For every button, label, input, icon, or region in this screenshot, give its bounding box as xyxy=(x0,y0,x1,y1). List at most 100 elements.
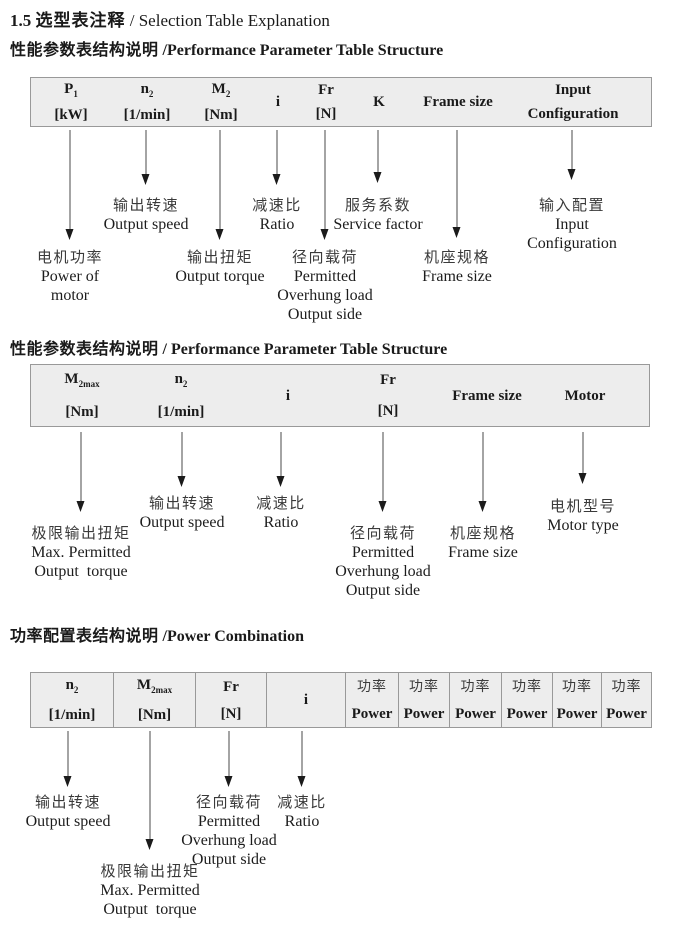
callout-output-speed: 输出转速 Output speed xyxy=(140,494,225,532)
header-symbol: 功率 xyxy=(512,678,542,695)
header-symbol: M xyxy=(136,677,152,694)
callout-zh: 输出扭矩 xyxy=(186,249,254,266)
header-symbol: i xyxy=(275,94,281,110)
down-arrow-icon xyxy=(145,731,155,850)
callout-en: Max. Permitted xyxy=(31,544,131,561)
down-arrow-icon xyxy=(141,130,151,185)
down-arrow-icon xyxy=(177,432,187,487)
callout-zh: 径向载荷 xyxy=(349,525,416,542)
table3-col-power-1: 功率 Power xyxy=(346,673,399,727)
callout-en: Overhung load xyxy=(335,563,431,580)
table3-col-power-2: 功率 Power xyxy=(399,673,450,727)
callout-zh: 电机功率 xyxy=(36,249,104,266)
callout-zh: 输入配置 xyxy=(538,197,606,214)
callout-en: Service factor xyxy=(333,216,423,233)
callout-zh: 减速比 xyxy=(252,197,302,214)
header-subscript: 2max xyxy=(78,379,100,389)
down-arrow-icon xyxy=(76,432,86,512)
header-line1: Fr xyxy=(380,372,396,388)
header-unit: [1/min] xyxy=(123,107,171,124)
down-arrow-icon xyxy=(373,130,383,183)
callout-zh: 输出转速 xyxy=(34,794,101,811)
table3-col-fr: Fr [N] xyxy=(196,673,267,727)
callout-output-torque: 输出扭矩 Output torque xyxy=(175,248,264,286)
section-3-heading-en: /Power Combination xyxy=(162,628,304,645)
header-subscript: 2 xyxy=(148,88,154,99)
header-line1: n2 xyxy=(175,371,188,392)
header-symbol: K xyxy=(373,94,385,110)
performance-table-2: M2max [Nm] n2 [1/min] i Fr [N] Frame siz… xyxy=(30,364,650,427)
table1-col-i: i xyxy=(276,78,280,126)
header-symbol: n xyxy=(174,371,183,387)
table2-col-motor: Motor xyxy=(565,365,606,426)
callout-en: Max. Permitted xyxy=(100,882,200,899)
header-unit: [Nm] xyxy=(137,706,172,723)
callout-en: Output side xyxy=(191,851,267,868)
callout-en: Frame size xyxy=(448,544,518,561)
callout-zh: 机座规格 xyxy=(449,525,516,542)
header-symbol: 功率 xyxy=(562,678,592,695)
header-line1: M2 xyxy=(212,81,231,102)
header-line1: 功率 xyxy=(562,678,592,695)
header-subscript: 2max xyxy=(151,685,173,696)
header-unit: Power xyxy=(556,705,598,722)
page-title: 1.5 选型表注释 / Selection Table Explanation xyxy=(10,6,330,31)
table1-col-n2: n2 [1/min] xyxy=(124,78,171,126)
callout-en: Output side xyxy=(287,306,363,323)
section-1-heading-zh: 性能参数表结构说明 xyxy=(10,42,159,59)
down-arrow-icon xyxy=(578,432,588,484)
table3-col-power-6: 功率 Power xyxy=(602,673,651,727)
header-unit: [Nm] xyxy=(204,107,238,124)
header-symbol: P xyxy=(64,80,74,97)
callout-en: Configuration xyxy=(527,235,617,252)
callout-zh: 减速比 xyxy=(256,495,306,512)
callout-zh: 机座规格 xyxy=(423,249,490,266)
section-3-heading-zh: 功率配置表结构说明 xyxy=(10,628,159,645)
header-line1: i xyxy=(286,388,290,404)
callout-en: Overhung load xyxy=(277,287,373,304)
header-line1: Motor xyxy=(565,388,606,404)
callout-motor-type: 电机型号 Motor type xyxy=(547,497,619,535)
header-line1: Input xyxy=(555,82,591,98)
header-symbol: i xyxy=(303,692,309,708)
callout-zh: 服务系数 xyxy=(344,197,411,214)
header-symbol: 功率 xyxy=(611,678,642,695)
header-symbol: M xyxy=(64,371,79,387)
page-title-en: / Selection Table Explanation xyxy=(129,11,330,30)
header-line1: Fr xyxy=(318,82,334,98)
callout-output-speed: 输出转速 Output speed xyxy=(104,196,189,234)
header-subscript: 2 xyxy=(225,88,231,99)
down-arrow-icon xyxy=(452,130,462,238)
down-arrow-icon xyxy=(276,432,286,487)
header-unit: [N] xyxy=(377,402,399,419)
callout-zh: 极限输出扭矩 xyxy=(31,525,131,542)
header-unit: Power xyxy=(455,705,496,722)
down-arrow-icon xyxy=(215,130,225,240)
header-unit: [1/min] xyxy=(157,404,205,420)
page-title-zh: 选型表注释 xyxy=(35,11,126,30)
down-arrow-icon xyxy=(63,731,73,787)
table3-col-power-5: 功率 Power xyxy=(553,673,602,727)
callout-zh: 电机型号 xyxy=(549,498,617,515)
table3-col-power-4: 功率 Power xyxy=(502,673,553,727)
table1-col-p1: P1 [kW] xyxy=(54,78,87,126)
table2-col-n2: n2 [1/min] xyxy=(158,365,205,426)
callout-overhung-load: 径向载荷 Permitted Overhung load Output side xyxy=(335,524,431,600)
callout-overhung-load: 径向载荷 Permitted Overhung load Output side xyxy=(181,793,277,869)
header-subscript: 2 xyxy=(73,685,79,696)
callout-en: Output speed xyxy=(25,813,111,830)
callout-en: motor xyxy=(50,287,90,304)
header-symbol: Frame size xyxy=(452,387,522,404)
header-unit: [1/min] xyxy=(48,706,96,723)
callout-overhung-load: 径向载荷 Permitted Overhung load Output side xyxy=(277,248,373,324)
header-unit: [N] xyxy=(315,106,337,122)
table3-col-power-3: 功率 Power xyxy=(450,673,502,727)
down-arrow-icon xyxy=(272,130,282,185)
header-symbol: 功率 xyxy=(409,678,439,695)
down-arrow-icon xyxy=(378,432,388,512)
header-line1: 功率 xyxy=(512,678,542,695)
table3-col-n2: n2 [1/min] xyxy=(31,673,114,727)
header-symbol: n xyxy=(65,677,74,694)
header-line1: P1 xyxy=(64,81,78,102)
callout-frame-size: 机座规格 Frame size xyxy=(422,248,492,286)
